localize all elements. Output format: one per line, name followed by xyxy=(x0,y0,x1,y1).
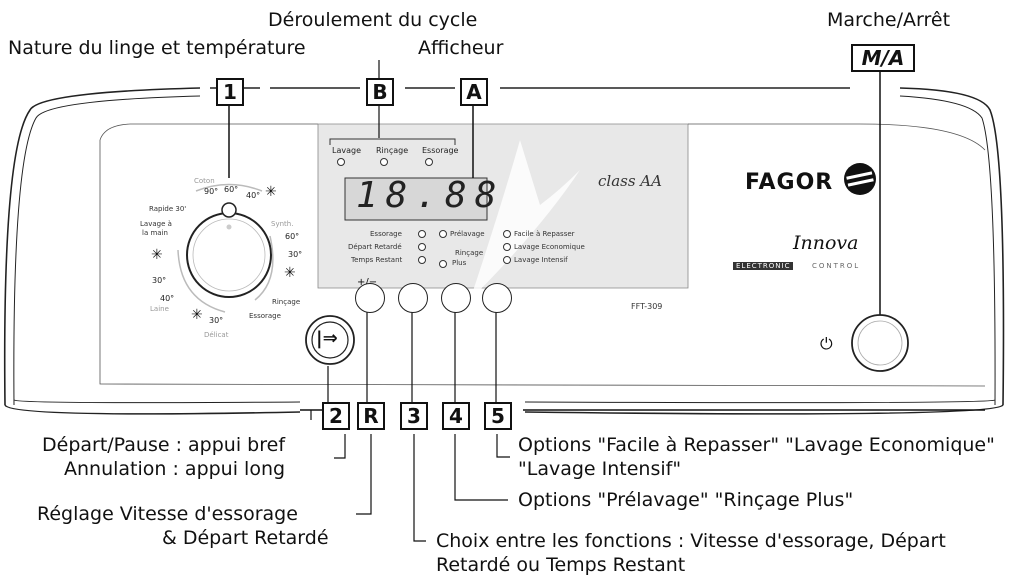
brand-control: CONTROL xyxy=(812,262,861,270)
led-depart xyxy=(418,243,426,251)
dial-synth: Synth. xyxy=(271,220,294,228)
led-rincage xyxy=(380,158,388,166)
opt-rincage: Rinçage xyxy=(455,249,484,257)
dial-laine: Laine xyxy=(150,305,169,313)
label-deroulement: Déroulement du cycle xyxy=(268,9,478,31)
opt-economique: Lavage Economique xyxy=(514,243,585,251)
brand-innova: Innova xyxy=(793,232,859,254)
cycle-rincage: Rinçage xyxy=(376,146,409,155)
opt-essorage: Essorage xyxy=(370,230,402,238)
label-afficheur: Afficheur xyxy=(418,37,504,59)
dial-s60: 60° xyxy=(285,232,300,241)
dial-snow-2: ✳ xyxy=(284,265,296,281)
dial-delicat: Délicat xyxy=(204,331,229,339)
dial-essorage: Essorage xyxy=(249,312,281,320)
dial-snow-4: ✳ xyxy=(151,247,163,263)
dial-s30: 30° xyxy=(288,250,303,259)
led-lavage xyxy=(337,158,345,166)
box-1: 1 xyxy=(216,78,244,106)
dial-60: 60° xyxy=(224,185,239,194)
cycle-lavage: Lavage xyxy=(332,146,361,155)
box-A: A xyxy=(460,78,488,106)
button-3[interactable] xyxy=(398,283,428,313)
callout-3b: Retardé ou Temps Restant xyxy=(436,554,686,576)
button-4[interactable] xyxy=(441,283,471,313)
display-digits: 18.88 xyxy=(356,175,505,216)
led-intensif xyxy=(503,256,511,264)
opt-plus: Plus xyxy=(452,259,467,267)
led-temps xyxy=(418,256,426,264)
power-icon: ⏻ xyxy=(820,334,833,353)
led-economique xyxy=(503,243,511,251)
opt-prelavage: Prélavage xyxy=(450,230,485,238)
model-number: FFT-309 xyxy=(631,302,663,311)
button-R[interactable] xyxy=(355,283,385,313)
opt-facile: Facile à Repasser xyxy=(514,230,575,238)
dial-main2: la main xyxy=(142,229,168,237)
dial-snow-3: ✳ xyxy=(191,307,203,323)
callout-4: Options "Prélavage" "Rinçage Plus" xyxy=(518,489,854,511)
led-essorage-opt xyxy=(418,230,426,238)
plus-minus-icon: +/− xyxy=(357,277,377,288)
box-5: 5 xyxy=(484,402,512,430)
dial-main1: Lavage à xyxy=(140,220,172,228)
opt-depart-retarde: Départ Retardé xyxy=(348,243,402,251)
led-prelavage xyxy=(439,230,447,238)
callout-Rb: & Départ Retardé xyxy=(162,527,329,549)
opt-temps-restant: Temps Restant xyxy=(351,256,403,264)
dial-rapide: Rapide 30' xyxy=(149,205,187,213)
box-3: 3 xyxy=(400,402,428,430)
led-rincage-plus xyxy=(439,260,447,268)
opt-intensif: Lavage Intensif xyxy=(514,256,568,264)
callout-2a: Départ/Pause : appui bref xyxy=(42,434,286,456)
dial-coton: Coton xyxy=(194,177,215,185)
dial-90: 90° xyxy=(204,187,219,196)
dial-snow-1: ✳ xyxy=(265,184,277,200)
brand-electronic: ELECTRONIC xyxy=(733,262,794,270)
label-nature: Nature du linge et température xyxy=(8,37,306,59)
dial-l30: 30° xyxy=(152,276,167,285)
button-5[interactable] xyxy=(482,283,512,313)
callout-5a: Options "Facile à Repasser" "Lavage Econ… xyxy=(518,434,995,456)
box-4: 4 xyxy=(442,402,470,430)
box-MA: M/A xyxy=(851,44,915,72)
led-facile xyxy=(503,230,511,238)
callout-3a: Choix entre les fonctions : Vitesse d'es… xyxy=(436,530,946,552)
start-pause-icon[interactable]: |⇒ xyxy=(316,328,338,349)
cycle-essorage: Essorage xyxy=(422,146,459,155)
callout-2b: Annulation : appui long xyxy=(64,458,286,480)
dial-d30: 30° xyxy=(209,316,224,325)
label-marche: Marche/Arrêt xyxy=(827,9,951,31)
callout-5b: "Lavage Intensif" xyxy=(518,458,682,480)
power-button[interactable] xyxy=(852,315,908,371)
fagor-logo-icon xyxy=(844,163,876,195)
brand-fagor: FAGOR xyxy=(745,170,834,195)
dial-40: 40° xyxy=(246,191,261,200)
class-logo: class AA xyxy=(598,172,662,190)
callout-Ra: Réglage Vitesse d'essorage xyxy=(37,503,298,525)
dial-l40: 40° xyxy=(160,294,175,303)
dial-rincage: Rinçage xyxy=(272,298,301,306)
program-dial[interactable] xyxy=(187,213,271,297)
box-R: R xyxy=(357,402,385,430)
box-2: 2 xyxy=(322,402,350,430)
led-essorage xyxy=(425,158,433,166)
box-B: B xyxy=(366,78,394,106)
